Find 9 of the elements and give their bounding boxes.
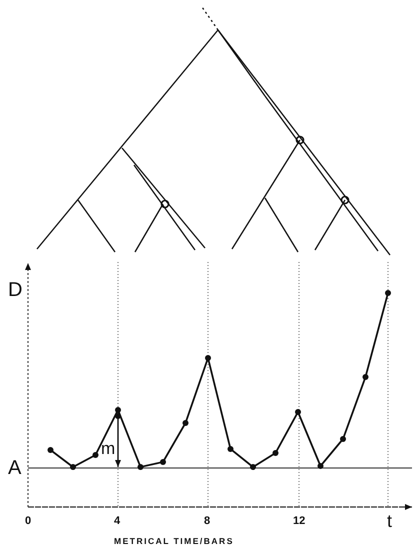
tick-label: 12 [293,516,306,527]
axis-title: METRICAL TIME/BARS [114,537,234,546]
axis-label: A [8,458,22,478]
axis-label: t [387,512,392,530]
tick-label: 0 [25,516,32,527]
measure-label: m [101,440,116,457]
axis-label: D [8,280,22,300]
tick-label: 8 [204,516,210,527]
tick-label: 4 [114,516,120,527]
